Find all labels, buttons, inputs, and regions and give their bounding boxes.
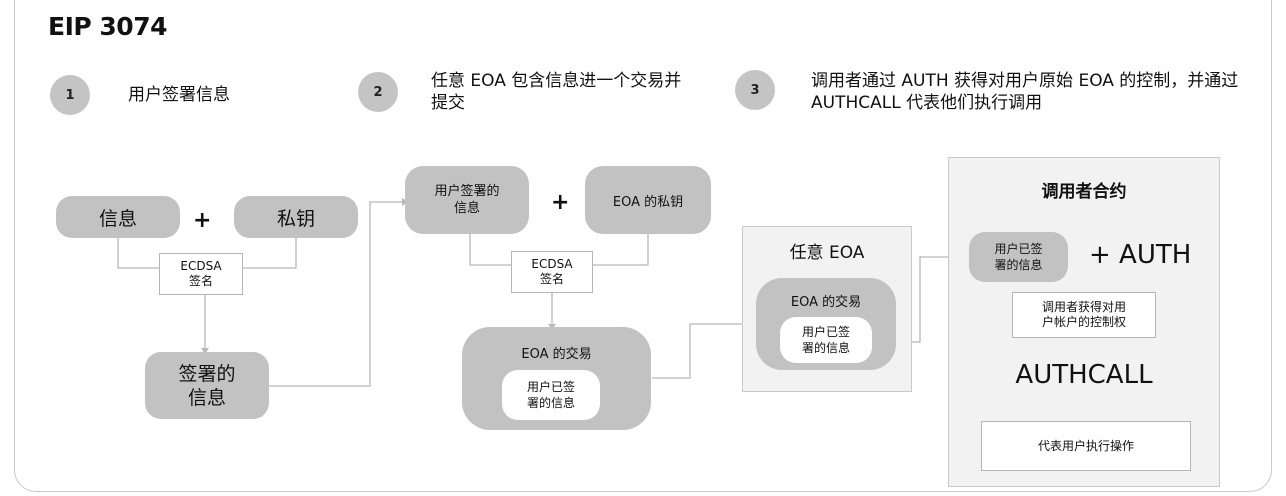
message-pill: 信息 xyxy=(56,196,180,238)
step-2-badge: 2 xyxy=(358,72,398,112)
eoa-transaction-label-2: EOA 的交易 xyxy=(521,347,592,362)
ecdsa-sign-box-1: ECDSA 签名 xyxy=(159,253,243,295)
signed-message-pill: 签署的信息 xyxy=(145,352,269,419)
private-key-pill: 私钥 xyxy=(234,196,358,238)
caller-contract-title: 调用者合约 xyxy=(1041,182,1127,202)
authcall-label: AUTHCALL xyxy=(1015,360,1153,390)
step-2-text: 任意 EOA 包含信息进一个交易并提交 xyxy=(431,71,682,113)
sign-label-1: 签名 xyxy=(188,274,213,288)
eoa-transaction-pill-2: EOA 的交易 用户已签署的信息 xyxy=(462,327,651,430)
user-signed-message-pill: 用户签署的信息 xyxy=(405,166,529,234)
inner-signed-message-2: 用户已签署的信息 xyxy=(502,370,600,420)
execute-on-behalf-box: 代表用户执行操作 xyxy=(981,421,1191,471)
eoa-private-key-pill: EOA 的私钥 xyxy=(585,166,711,234)
any-eoa-title: 任意 EOA xyxy=(789,243,865,263)
plus-sign-2: + xyxy=(551,190,570,215)
step-3-badge: 3 xyxy=(735,70,775,110)
ecdsa-label-2: ECDSA xyxy=(531,257,573,271)
step-3-text: 调用者通过 AUTH 获得对用户原始 EOA 的控制，并通过 AUTHCALL … xyxy=(811,71,1239,113)
eoa-transaction-label-3: EOA 的交易 xyxy=(790,295,862,310)
plus-auth-label: + AUTH xyxy=(1089,240,1192,270)
inner-signed-message-3: 用户已签署的信息 xyxy=(780,317,872,363)
ecdsa-sign-box-2: ECDSA 签名 xyxy=(511,251,593,293)
caller-control-box: 调用者获得对用户帐户的控制权 xyxy=(1012,292,1156,338)
step-1-text: 用户签署信息 xyxy=(128,85,230,105)
ecdsa-label-1: ECDSA xyxy=(180,259,222,273)
diagram-title: EIP 3074 xyxy=(48,12,168,41)
sign-label-2: 签名 xyxy=(539,272,564,286)
eoa-transaction-pill-3: EOA 的交易 用户已签署的信息 xyxy=(756,278,896,370)
plus-sign-1: + xyxy=(193,208,212,233)
user-signed-pill-4: 用户已签署的信息 xyxy=(969,232,1068,282)
step-1-badge: 1 xyxy=(50,75,90,115)
